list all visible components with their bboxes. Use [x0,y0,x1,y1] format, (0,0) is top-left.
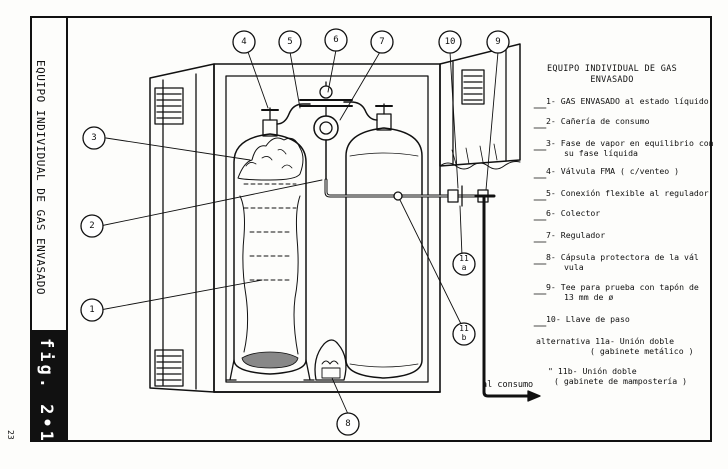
legend-alt-b-line2: ( gabinete de mampostería ) [554,376,688,386]
callout-4: 4 [241,37,247,47]
callout-6: 6 [333,35,339,45]
legend-alt-a-line2: ( gabinete metálico ) [590,346,694,356]
legend-item-text: Conexión flexible al regulador [560,188,709,198]
legend-item-number: 9- [546,282,556,292]
callout-2: 2 [89,221,95,231]
cabinet [213,63,441,393]
legend-item-text: Llave de paso [565,314,630,324]
legend-rules [533,107,547,327]
leader-lines [99,49,499,415]
legend-item-text-cont: su fase líquida [564,148,638,158]
callout-7: 7 [379,37,385,47]
callout-9: 9 [495,37,501,47]
figure-sidebar [30,16,68,442]
legend-item-5: 5- Conexión flexible al regulador [546,188,709,198]
legend-item-number: 4- [546,166,556,176]
legend-item-number: 2- [546,116,556,126]
callout-circles [80,28,510,436]
right-gas-cylinder [345,127,423,379]
left-gas-cylinder [225,133,315,381]
left-cabinet-door [149,63,215,393]
legend-alt-b-line1: " 11b- Unión doble [548,366,637,376]
callout-3: 3 [91,133,97,143]
legend-item-number: 10- [546,314,561,324]
legend-item-2: 2- Cañería de consumo [546,116,650,126]
callout-8: 8 [345,419,351,429]
sidebar-title: EQUIPO INDIVIDUAL DE GAS ENVASADO [34,60,47,296]
page-number: 23 [6,430,15,440]
callout-11b-letter: b [461,333,467,342]
legend-item-text: Colector [560,208,601,218]
legend-item-text: GAS ENVASADO al estado líquido [560,96,709,106]
right-cabinet-door [439,43,521,170]
legend-alt-a-line1: alternativa 11a- Unión doble [536,336,675,346]
callout-10: 10 [444,37,456,47]
consumption-label: al consumo [482,380,534,390]
legend-item-number: 5- [546,188,556,198]
callout-11a-letter: a [461,263,467,272]
figure-frame [30,16,712,442]
callout-11b: 11 b [454,324,474,342]
legend-alternative-a: alternativa 11a- Unión doble ( gabinete … [536,336,694,356]
legend-item-9: 9- Tee para prueba con tapón de 13 mm de… [546,282,699,302]
valve-protective-cap [314,339,347,381]
legend-alternative-b: " 11b- Unión doble ( gabinete de mampost… [548,366,687,386]
figure-label-box [30,330,68,442]
collector-and-regulator [276,81,378,181]
cylinder-valves [261,103,393,137]
legend-item-number: 3- [546,138,556,148]
callout-1: 1 [89,305,95,315]
figure-label: fig. 2•1 [36,338,56,444]
legend-item-number: 7- [546,230,556,240]
legend-item-text-cont: 13 mm de ø [564,292,614,302]
legend-item-text-cont: vula [564,262,584,272]
legend-item-text: Válvula FMA ( c/venteo ) [560,166,680,176]
legend-item-text: Cápsula protectora de la vál [560,252,699,262]
legend-title-line2: ENVASADO [590,75,634,85]
callout-11a: 11 a [454,254,474,272]
callout-11a-number: 11 [459,254,469,263]
consumption-pipe [324,178,541,402]
legend-item-8: 8- Cápsula protectora de la vál vula [546,252,699,272]
legend-title-line1: EQUIPO INDIVIDUAL DE GAS [546,64,678,74]
callout-11b-number: 11 [459,324,469,333]
legend-item-7: 7- Regulador [546,230,605,240]
callout-5: 5 [287,37,293,47]
legend-item-10: 10- Llave de paso [546,314,630,324]
legend-item-number: 8- [546,252,556,262]
legend-item-6: 6- Colector [546,208,600,218]
legend-item-text: Regulador [560,230,606,240]
legend-item-1: 1- GAS ENVASADO al estado líquido [546,96,709,106]
legend-item-number: 1- [546,96,556,106]
legend-item-4: 4- Válvula FMA ( c/venteo ) [546,166,679,176]
legend-item-3: 3- Fase de vapor en equilibrio con su fa… [546,138,714,158]
legend-item-text: Fase de vapor en equilibrio con [560,138,714,148]
legend-item-text: Tee para prueba con tapón de [560,282,699,292]
legend-item-text: Cañería de consumo [560,116,650,126]
legend-title: EQUIPO INDIVIDUAL DE GAS ENVASADO [532,64,692,86]
legend-item-number: 6- [546,208,556,218]
